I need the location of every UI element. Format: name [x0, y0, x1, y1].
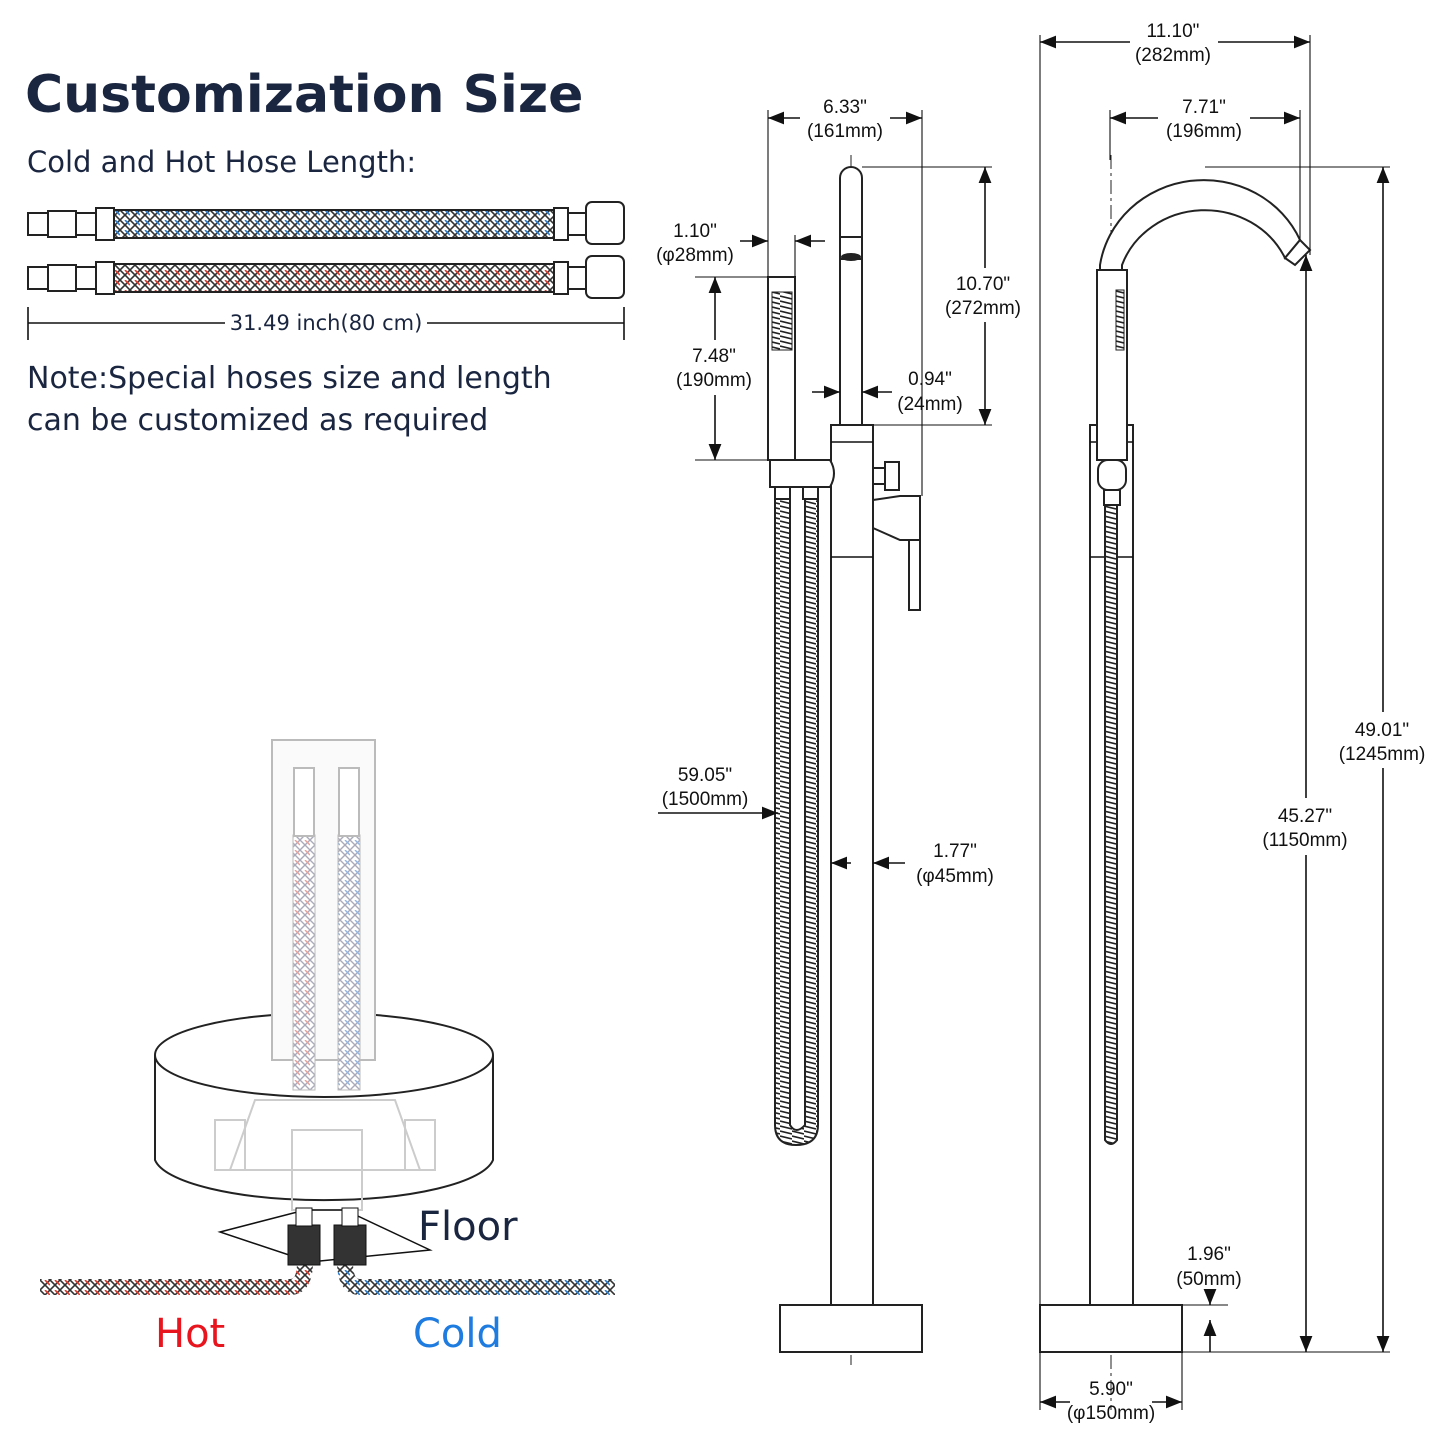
total-width-mm: (282mm) [1135, 45, 1211, 66]
floor-install-illustration [40, 739, 615, 1295]
width-in: 6.33" [823, 97, 867, 118]
base-dia-mm: (φ150mm) [1067, 1403, 1155, 1424]
total-width-in: 11.10" [1147, 21, 1200, 42]
spout-height-in: 45.27" [1278, 806, 1332, 827]
handheld-length-in: 7.48" [692, 346, 736, 367]
spout-height-in: 10.70" [956, 274, 1010, 295]
pole-dia-in: 1.77" [933, 841, 977, 862]
base-dia-in: 5.90" [1089, 1379, 1133, 1400]
side-view-faucet [1039, 155, 1312, 1410]
hose-length-mm: (1500mm) [662, 789, 749, 810]
hose-length-dimension: 31.49 inch(80 cm) [27, 307, 625, 340]
cold-label: Cold [413, 1311, 502, 1357]
handheld-dia-in: 1.10" [673, 221, 717, 242]
pole-dia-mm: (φ45mm) [916, 866, 994, 887]
spout-height-mm: (272mm) [945, 298, 1021, 319]
hose-length-heading: Cold and Hot Hose Length: [27, 145, 416, 179]
hot-hose-illustration [27, 255, 625, 299]
reach-in: 7.71" [1182, 97, 1226, 118]
side-view-dimensions: 11.10" (282mm) 7.71" (196mm) 49.01" (124… [1039, 21, 1426, 1424]
note-line-1: Note:Special hoses size and length [27, 361, 552, 396]
base-height-in: 1.96" [1187, 1244, 1231, 1265]
total-height-in: 49.01" [1355, 720, 1409, 741]
hot-label: Hot [155, 1311, 225, 1357]
reach-mm: (196mm) [1166, 121, 1242, 142]
note-line-2: can be customized as required [27, 403, 488, 438]
base-height-mm: (50mm) [1176, 1269, 1241, 1290]
cold-hose-illustration [27, 201, 625, 245]
front-view-dimensions: 6.33" (161mm) 10.70" (272mm) 1.10" (φ28m… [656, 97, 1021, 887]
handheld-length-mm: (190mm) [676, 370, 752, 391]
spout-dia-mm: (24mm) [897, 394, 962, 415]
spout-height-mm: (1150mm) [1262, 830, 1347, 851]
page-title: Customization Size [25, 65, 583, 125]
spout-dia-in: 0.94" [908, 369, 952, 390]
floor-label: Floor [418, 1204, 518, 1250]
total-height-mm: (1245mm) [1339, 744, 1426, 765]
front-view-faucet [767, 155, 923, 1365]
hose-length-label: 31.49 inch(80 cm) [230, 311, 423, 335]
hose-length-in: 59.05" [678, 765, 732, 786]
width-mm: (161mm) [807, 121, 883, 142]
handheld-dia-mm: (φ28mm) [656, 245, 734, 266]
